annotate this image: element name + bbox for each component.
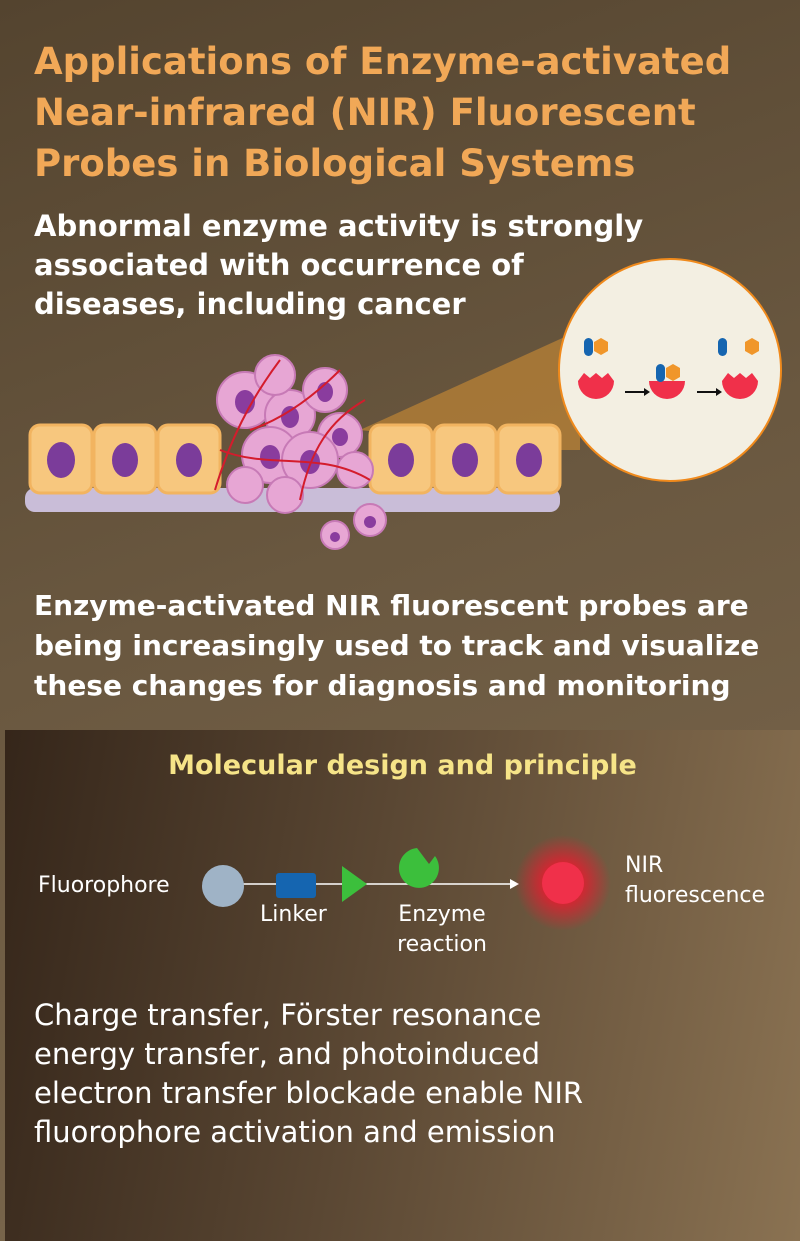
label-nir-fluorescence: NIR fluorescence <box>625 853 766 908</box>
tumor-tissue-illustration <box>25 330 580 550</box>
enzyme-icon <box>398 848 439 888</box>
page-title: Applications of Enzyme-activated Near-in… <box>34 40 732 185</box>
panel-heading: Molecular design and principle <box>168 750 637 781</box>
label-linker: Linker <box>260 902 327 927</box>
enzyme-stage-3 <box>718 338 759 399</box>
enzyme-zoom-circle <box>558 258 782 482</box>
nir-fluorescence-icon <box>542 862 584 904</box>
enzyme-stage-1 <box>578 338 614 399</box>
enzyme-stage-2 <box>649 364 685 399</box>
molecular-design-panel: Molecular design and principle Fluoropho… <box>5 730 800 1241</box>
probe-mechanism-diagram <box>202 835 611 930</box>
mechanism-text: Charge transfer, Förster resonance energ… <box>34 998 584 1149</box>
trigger-group-icon <box>342 866 367 902</box>
fluorophore-icon <box>202 865 244 907</box>
label-enzyme-reaction: Enzyme reaction <box>397 902 487 957</box>
label-fluorophore: Fluorophore <box>38 873 170 898</box>
arrow-head-icon <box>510 879 519 889</box>
probe-description: Enzyme-activated NIR fluorescent probes … <box>34 589 760 702</box>
intro-text: Abnormal enzyme activity is strongly ass… <box>34 209 644 321</box>
linker-icon <box>276 873 316 898</box>
